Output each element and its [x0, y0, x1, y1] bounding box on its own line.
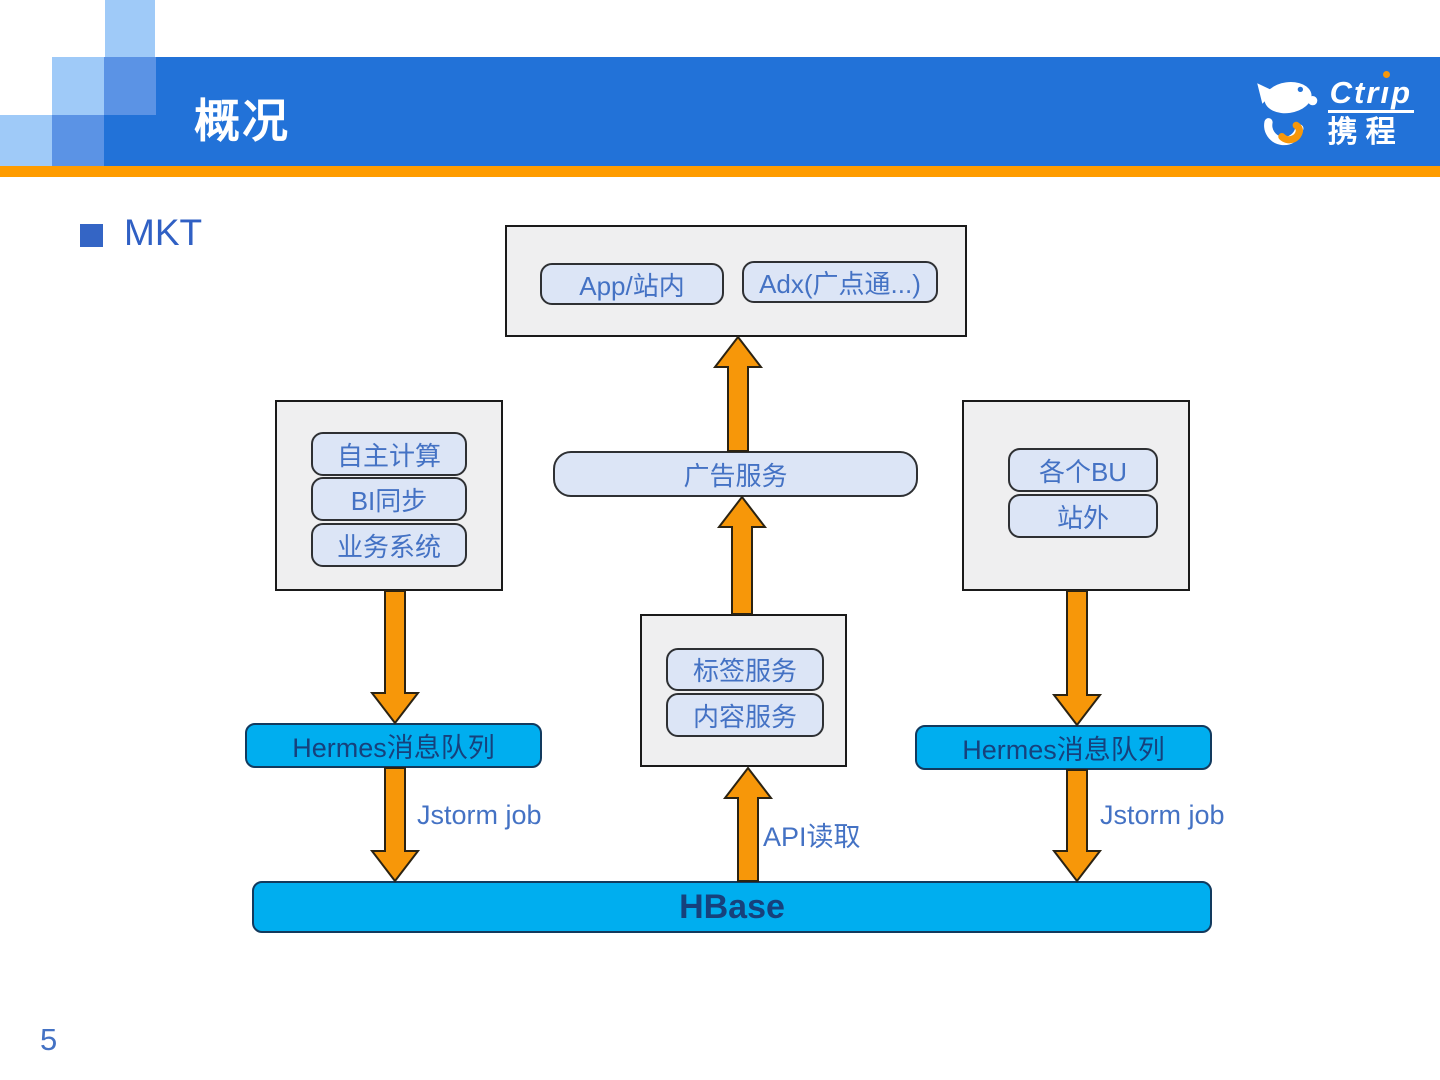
arrow-hermesright-to-hbase [1051, 769, 1103, 883]
node-each-bu: 各个BU [1008, 448, 1158, 492]
label-jstorm-left: Jstorm job [417, 800, 542, 830]
page-number: 5 [40, 1022, 58, 1057]
label-jstorm-right: Jstorm job [1100, 800, 1225, 830]
node-hermes-left: Hermes消息队列 [245, 723, 542, 768]
left-sources-box: 自主计算 BI同步 业务系统 [275, 400, 503, 591]
arrow-rightbox-to-hermes [1051, 590, 1103, 727]
deco-square [104, 57, 156, 115]
node-adx: Adx(广点通...) [742, 261, 938, 303]
arrow-hermesleft-to-hbase [369, 767, 421, 883]
label-api-read: API读取 [763, 822, 861, 852]
deco-square [0, 115, 52, 166]
node-self-compute: 自主计算 [311, 432, 467, 476]
page-title: 概况 [194, 95, 290, 147]
node-bi-sync: BI同步 [311, 477, 467, 521]
node-offsite: 站外 [1008, 494, 1158, 538]
ctrip-logo: Ctrıp 携程 [1254, 75, 1414, 151]
header-bar: 概况 Ctrıp 携程 [156, 57, 1440, 166]
brand-name-cn: 携程 [1327, 116, 1404, 149]
arrow-adservice-to-channels [712, 335, 764, 452]
services-box: 标签服务 内容服务 [640, 614, 847, 767]
section-label: MKT [124, 212, 203, 253]
deco-square [105, 0, 155, 57]
node-hbase: HBase [252, 881, 1212, 933]
node-ad-service: 广告服务 [553, 451, 918, 497]
logo-text: Ctrıp 携程 [1327, 77, 1414, 149]
brand-name-en: Ctrıp [1327, 77, 1414, 113]
node-app: App/站内 [540, 263, 724, 305]
arrow-services-to-adservice [716, 495, 768, 615]
node-business-system: 业务系统 [311, 523, 467, 567]
node-content-service: 内容服务 [666, 693, 824, 737]
deco-square [52, 115, 104, 166]
arrow-leftbox-to-hermes [369, 590, 421, 725]
deco-square [52, 57, 104, 115]
bullet-square [80, 224, 103, 247]
divider-line [0, 166, 1440, 177]
right-sources-box: 各个BU 站外 [962, 400, 1190, 591]
node-tag-service: 标签服务 [666, 648, 824, 691]
channels-box: App/站内 Adx(广点通...) [505, 225, 967, 337]
node-hermes-right: Hermes消息队列 [915, 725, 1212, 770]
dolphin-icon [1256, 81, 1317, 146]
deco-square [104, 115, 156, 166]
